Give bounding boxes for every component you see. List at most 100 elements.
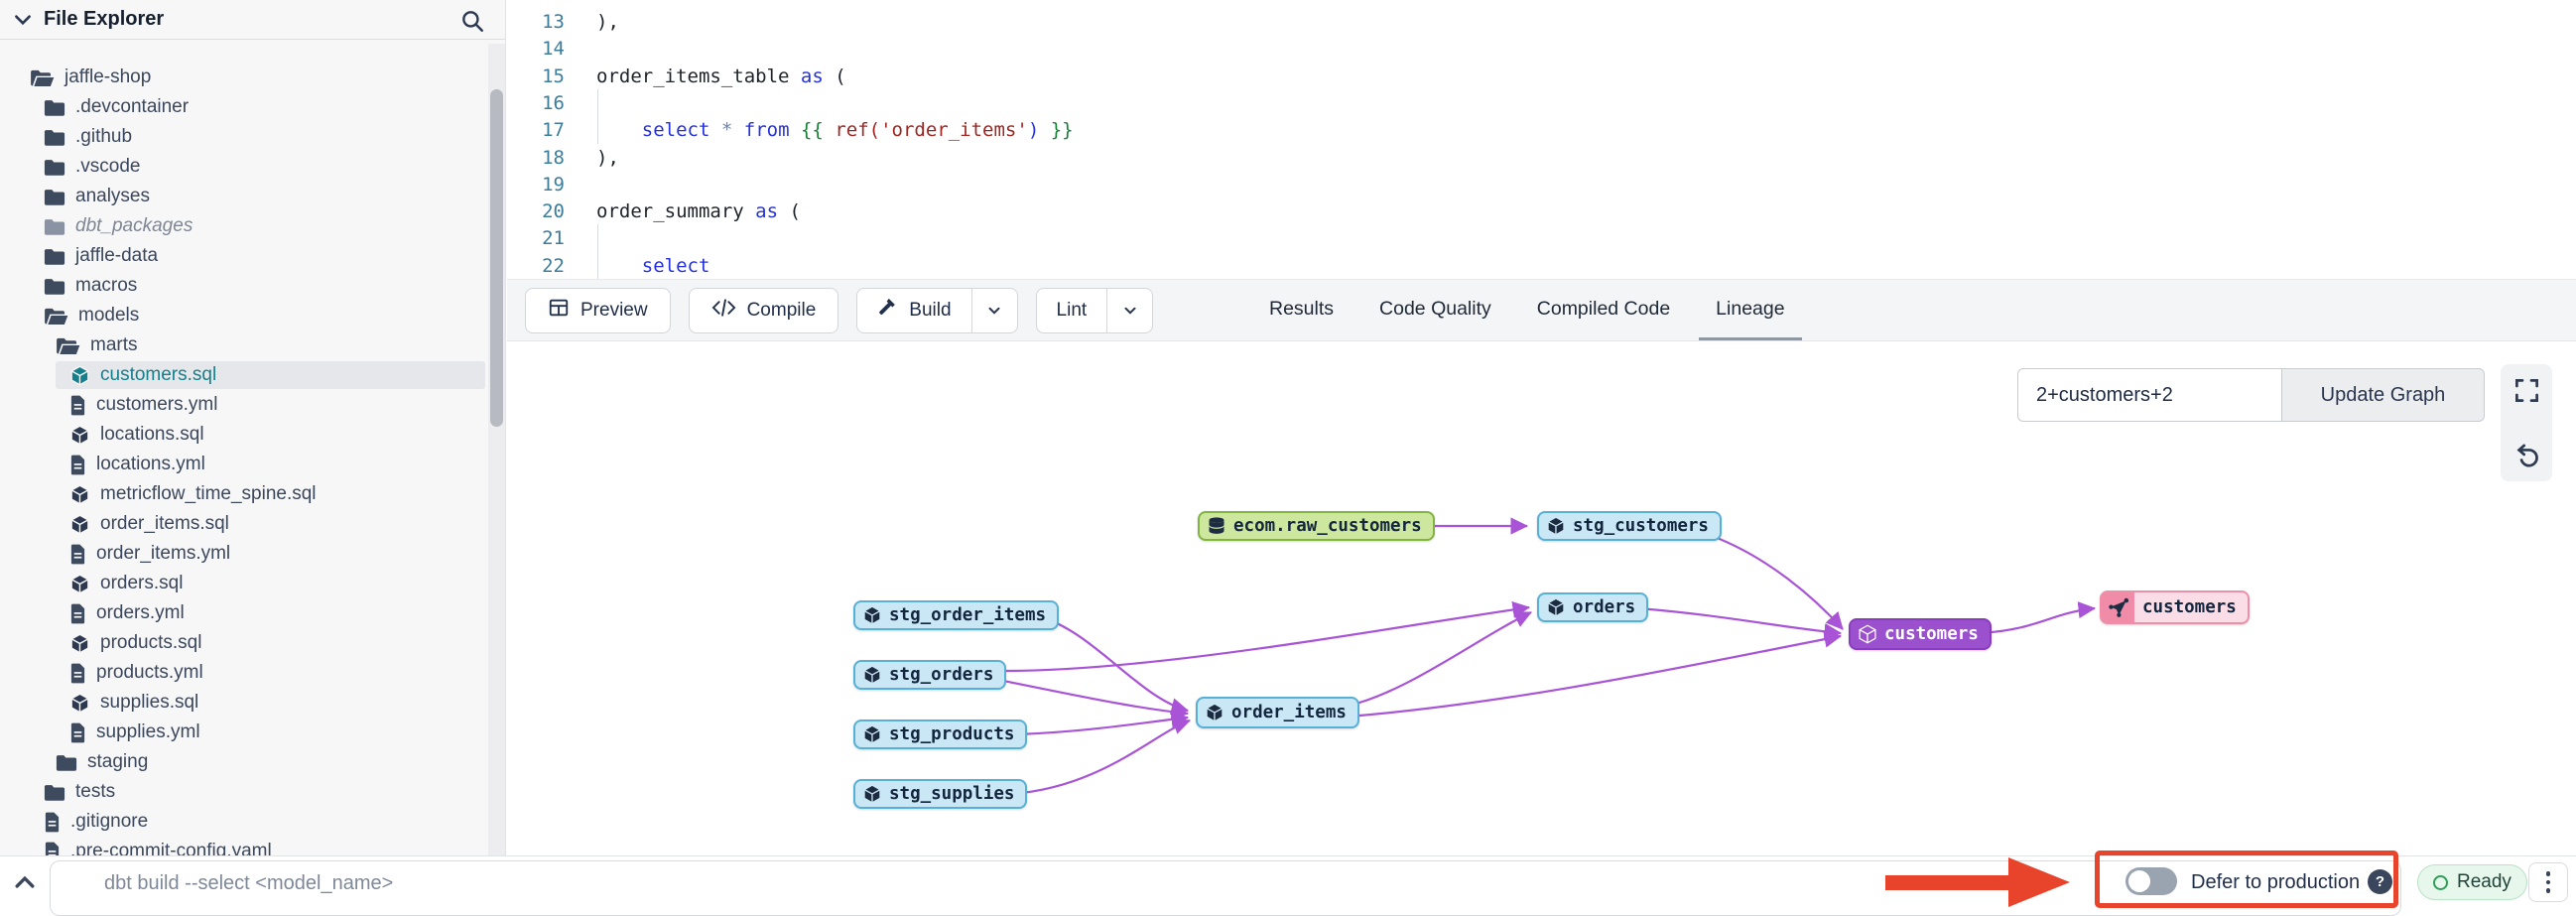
lineage-selector-input[interactable] (2017, 368, 2281, 422)
toggle-knob (2128, 870, 2150, 892)
tree-item-metricflow-time-spine-sql[interactable]: metricflow_time_spine.sql (0, 479, 487, 509)
expand-panel-chevron-icon[interactable] (12, 869, 38, 900)
defer-to-production-toggle[interactable] (2125, 867, 2177, 895)
build-label: Build (909, 299, 952, 321)
lint-button[interactable]: Lint (1037, 289, 1107, 332)
code-line-21[interactable]: 21 (507, 224, 2576, 253)
tab-results[interactable]: Results (1269, 297, 1335, 320)
compile-button[interactable]: Compile (688, 287, 839, 333)
tab-compiled-code[interactable]: Compiled Code (1536, 297, 1671, 320)
tab-code-quality[interactable]: Code Quality (1379, 297, 1491, 320)
lineage-node-raw_customers[interactable]: ecom.raw_customers (1198, 511, 1435, 541)
lineage-node-stg_order_items[interactable]: stg_order_items (853, 600, 1060, 630)
node-label: order_items (1231, 703, 1347, 722)
tree-item--devcontainer[interactable]: .devcontainer (0, 92, 487, 122)
tree-item-staging[interactable]: staging (0, 747, 487, 777)
sidebar-scrollbar-thumb[interactable] (490, 89, 503, 427)
reset-view-icon[interactable] (2513, 442, 2540, 468)
tree-item-label: .github (75, 126, 133, 147)
tree-item-analyses[interactable]: analyses (0, 182, 487, 211)
help-icon[interactable]: ? (2368, 869, 2392, 894)
build-button[interactable]: Build (857, 289, 970, 332)
edge-stg_products-to-order_items (1017, 711, 1190, 736)
line-number: 21 (542, 227, 565, 250)
collapse-chevron-icon[interactable] (12, 9, 34, 31)
tree-item-order-items-yml[interactable]: order_items.yml (0, 539, 487, 569)
code-text: ), (596, 11, 619, 33)
build-button-group: Build (856, 287, 1018, 333)
build-dropdown-chevron[interactable] (970, 288, 1017, 332)
lineage-node-customers_exposure[interactable]: customers (2100, 590, 2250, 624)
tree-item-supplies-yml[interactable]: supplies.yml (0, 718, 487, 747)
tree-item--gitignore[interactable]: .gitignore (0, 807, 487, 837)
tab-lineage[interactable]: Lineage (1699, 280, 1802, 340)
preview-button[interactable]: Preview (525, 287, 671, 333)
tree-item-jaffle-shop[interactable]: jaffle-shop (0, 63, 487, 92)
folder-icon (44, 188, 65, 206)
lineage-node-stg_orders[interactable]: stg_orders (853, 660, 1007, 690)
kebab-menu-button[interactable] (2528, 862, 2568, 902)
fullscreen-icon[interactable] (2513, 377, 2540, 404)
tree-item-label: orders.yml (96, 602, 185, 623)
tree-item-macros[interactable]: macros (0, 271, 487, 301)
lineage-node-stg_customers[interactable]: stg_customers (1537, 511, 1722, 541)
model-cube-icon (1546, 597, 1566, 617)
tree-item--github[interactable]: .github (0, 122, 487, 152)
model-cube-icon (69, 633, 90, 654)
code-line-14[interactable]: 14 (507, 35, 2576, 63)
model-cube-icon (1546, 516, 1566, 536)
file-explorer-title: File Explorer (44, 8, 165, 30)
file-icon (44, 812, 61, 833)
lineage-node-customers[interactable]: customers (1849, 618, 1992, 650)
code-line-13[interactable]: 13), (507, 8, 2576, 36)
edge-order_items-to-orders (1348, 611, 1532, 708)
update-graph-button[interactable]: Update Graph (2281, 368, 2485, 422)
tree-item-dbt-packages[interactable]: dbt_packages (0, 211, 487, 241)
code-line-16[interactable]: 16 (507, 88, 2576, 117)
lineage-node-stg_supplies[interactable]: stg_supplies (853, 779, 1028, 809)
tree-item-products-yml[interactable]: products.yml (0, 658, 487, 688)
tree-item-orders-sql[interactable]: orders.sql (0, 569, 487, 598)
tree-item-locations-yml[interactable]: locations.yml (0, 450, 487, 479)
tree-item-tests[interactable]: tests (0, 777, 487, 807)
lint-dropdown-chevron[interactable] (1106, 288, 1152, 332)
tree-item-jaffle-data[interactable]: jaffle-data (0, 241, 487, 271)
code-line-19[interactable]: 19 (507, 171, 2576, 198)
tree-item-label: customers.sql (100, 364, 217, 385)
node-label: stg_order_items (889, 605, 1047, 625)
sidebar-scrollbar-track[interactable] (488, 44, 505, 855)
tree-item-label: order_items.sql (100, 513, 229, 534)
tree-item--pre-commit-config-yaml[interactable]: .pre-commit-config.yaml (0, 837, 487, 855)
tree-item-marts[interactable]: marts (0, 330, 487, 360)
code-text: ), (596, 146, 619, 169)
model-cube-icon (69, 514, 90, 535)
tree-item--vscode[interactable]: .vscode (0, 152, 487, 182)
edge-orders-to-customers (1637, 606, 1843, 641)
lineage-node-orders[interactable]: orders (1537, 592, 1649, 622)
tree-item-customers-yml[interactable]: customers.yml (0, 390, 487, 420)
code-text: order_items_table as ( (596, 65, 846, 87)
folder-icon (44, 277, 65, 296)
search-icon[interactable] (459, 8, 485, 39)
tree-item-orders-yml[interactable]: orders.yml (0, 598, 487, 628)
edge-stg_supplies-to-order_items (1011, 718, 1192, 796)
tree-item-customers-sql[interactable]: customers.sql (0, 360, 487, 390)
folder-icon (30, 68, 55, 87)
tree-item-models[interactable]: models (0, 301, 487, 330)
model-cube-icon (69, 484, 90, 505)
tree-item-locations-sql[interactable]: locations.sql (0, 420, 487, 450)
tree-item-products-sql[interactable]: products.sql (0, 628, 487, 658)
tree-item-label: jaffle-shop (64, 66, 152, 87)
tree-item-supplies-sql[interactable]: supplies.sql (0, 688, 487, 718)
code-line-22[interactable]: 22 select (507, 251, 2576, 279)
tree-item-order-items-sql[interactable]: order_items.sql (0, 509, 487, 539)
lineage-node-order_items[interactable]: order_items (1196, 697, 1359, 728)
code-line-18[interactable]: 18), (507, 144, 2576, 172)
lineage-node-stg_products[interactable]: stg_products (853, 720, 1028, 749)
file-explorer-panel: File Explorer jaffle-shop .devcontainer .g… (0, 0, 506, 855)
code-line-17[interactable]: 17 select * from {{ ref('order_items') }… (507, 116, 2576, 145)
